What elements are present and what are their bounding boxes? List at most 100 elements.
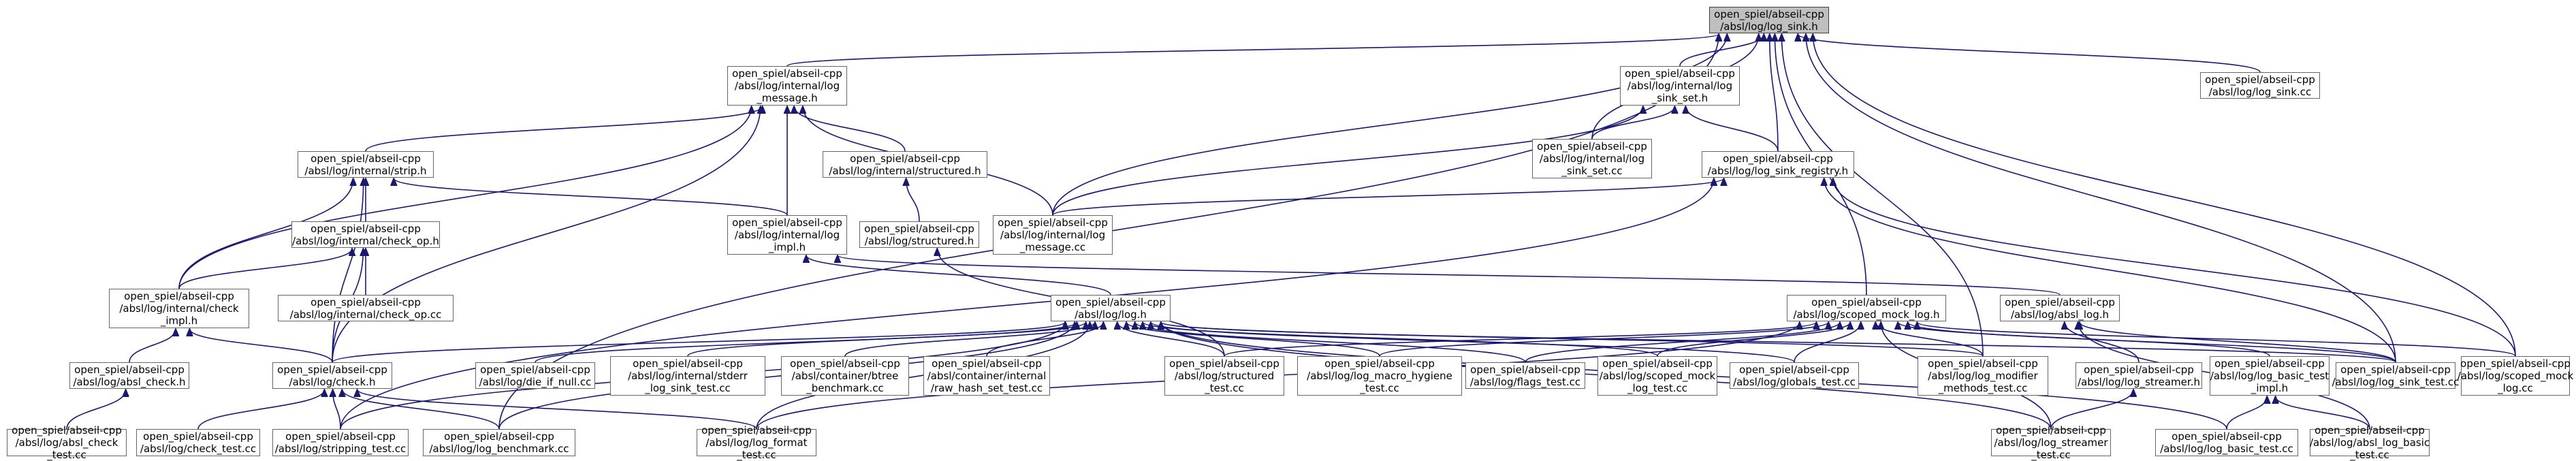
node-label-line: _sink_set.h xyxy=(1651,92,1708,104)
node-label-line: /absl/log/log_modifier xyxy=(1928,370,2038,382)
edge-log-structured-test-cc-to-log-h xyxy=(1117,322,1225,357)
node-label-line: open_spiel/abseil-cpp xyxy=(1928,357,2038,370)
edge-log-structured-test-cc-to-scoped-mock-log-h xyxy=(1224,322,1816,357)
node-label-line: open_spiel/abseil-cpp xyxy=(2084,363,2194,376)
node-internal-check-op-h[interactable]: open_spiel/abseil-cpp/absl/log/internal/… xyxy=(291,221,440,248)
node-die-if-null-cc[interactable]: open_spiel/abseil-cpp/absl/log/die_if_nu… xyxy=(475,362,595,389)
node-structured-h[interactable]: open_spiel/abseil-cpp/absl/log/structure… xyxy=(859,221,979,248)
edge-log-sink-registry-h-to-internal-log-sink-set-h xyxy=(1685,106,1779,152)
node-label-line: /absl/log/internal/structured.h xyxy=(829,164,981,177)
node-check-h[interactable]: open_spiel/abseil-cpp/absl/log/check.h xyxy=(272,362,392,389)
edge-absl-log-h-to-internal-log-impl-h xyxy=(838,255,2061,296)
node-label-line: open_spiel/abseil-cpp xyxy=(850,152,960,165)
edge-internal-check-impl-h-to-internal-check-op-h xyxy=(178,249,352,289)
node-log-streamer-h[interactable]: open_spiel/abseil-cpp/absl/log/log_strea… xyxy=(2076,362,2202,389)
node-label-line: _sink_set.cc xyxy=(1561,165,1623,177)
node-internal-log-message-cc[interactable]: open_spiel/abseil-cpp/absl/log/internal/… xyxy=(993,215,1113,255)
node-label-line: _test.cc xyxy=(2350,449,2389,461)
node-internal-check-op-cc[interactable]: open_spiel/abseil-cpp/absl/log/internal/… xyxy=(278,295,454,321)
node-log-streamer-test-cc[interactable]: open_spiel/abseil-cpp/absl/log/log_strea… xyxy=(1991,424,2111,461)
node-label-line: /absl/log/structured xyxy=(1174,370,1275,382)
edge-absl-check-test-cc-to-absl-check-h xyxy=(66,390,126,430)
node-internal-strip-h[interactable]: open_spiel/abseil-cpp/absl/log/internal/… xyxy=(298,151,434,178)
edge-internal-log-message-cc-to-internal-log-sink-set-h xyxy=(1052,106,1643,216)
edge-absl-check-h-to-internal-check-impl-h xyxy=(129,329,176,363)
edge-globals-test-cc-to-log-h xyxy=(1151,322,1795,363)
edge-internal-strip-h-to-internal-log-message-h xyxy=(365,106,763,152)
node-scoped-mock-log-cc[interactable]: open_spiel/abseil-cpp/absl/log/scoped_mo… xyxy=(2458,356,2573,396)
node-log-macro-hygiene-test-cc[interactable]: open_spiel/abseil-cpp/absl/log/log_macro… xyxy=(1297,356,1462,396)
edge-internal-log-message-h-to-log-sink-h xyxy=(786,34,1719,67)
node-label-line: _log_sink_test.cc xyxy=(645,382,731,394)
node-label-line: open_spiel/abseil-cpp xyxy=(2214,357,2325,370)
node-absl-log-h[interactable]: open_spiel/abseil-cpp/absl/log/absl_log.… xyxy=(2000,295,2120,321)
node-log-sink-h[interactable]: open_spiel/abseil-cpp/absl/log/log_sink.… xyxy=(1709,7,1829,33)
node-log-sink-cc[interactable]: open_spiel/abseil-cpp/absl/log/log_sink.… xyxy=(2200,72,2320,99)
node-label-line: open_spiel/abseil-cpp xyxy=(2315,424,2425,436)
edge-scoped-mock-log-test-cc-to-log-h xyxy=(1143,322,1658,357)
edge-log-h-to-internal-log-impl-h xyxy=(806,255,1111,296)
node-scoped-mock-log-h[interactable]: open_spiel/abseil-cpp/absl/log/scoped_mo… xyxy=(1787,295,1946,321)
node-log-sink-test-cc[interactable]: open_spiel/abseil-cpp/absl/log/log_sink_… xyxy=(2332,362,2459,389)
edge-log-streamer-test-cc-to-log-streamer-h xyxy=(2050,390,2133,430)
node-internal-check-impl-h[interactable]: open_spiel/abseil-cpp/absl/log/internal/… xyxy=(109,289,249,328)
node-internal-stderr-log-sink-test-cc[interactable]: open_spiel/abseil-cpp/absl/log/internal/… xyxy=(610,356,765,396)
node-log-basic-test-cc[interactable]: open_spiel/abseil-cpp/absl/log/log_basic… xyxy=(2155,429,2298,456)
edge-log-sink-test-cc-to-log-sink-registry-h xyxy=(1824,178,2396,363)
edge-log-modifier-methods-test-cc-to-log-sink-h xyxy=(1781,34,1984,357)
node-internal-log-sink-set-h[interactable]: open_spiel/abseil-cpp/absl/log/internal/… xyxy=(1620,66,1740,106)
node-label-line: open_spiel/abseil-cpp xyxy=(1537,140,1647,153)
node-internal-structured-h[interactable]: open_spiel/abseil-cpp/absl/log/internal/… xyxy=(823,151,987,178)
edge-log-sink-cc-to-log-sink-h xyxy=(1798,34,2261,73)
node-label-line: open_spiel/abseil-cpp xyxy=(732,217,842,229)
node-check-test-cc[interactable]: open_spiel/abseil-cpp/absl/log/check_tes… xyxy=(136,429,260,456)
edge-log-format-test-cc-to-check-h xyxy=(357,390,757,430)
node-stripping-test-cc[interactable]: open_spiel/abseil-cpp/absl/log/stripping… xyxy=(272,429,409,456)
node-label-line: open_spiel/abseil-cpp xyxy=(444,430,554,443)
node-scoped-mock-log-test-cc[interactable]: open_spiel/abseil-cpp/absl/log/scoped_mo… xyxy=(1597,356,1717,396)
node-label-line: /absl/log/log_sink.cc xyxy=(2208,85,2312,98)
node-label-line: _test.cc xyxy=(2031,449,2071,461)
node-container-raw-hash-set-test-cc[interactable]: open_spiel/abseil-cpp/absl/container/int… xyxy=(923,356,1050,396)
node-label-line: /absl/log/globals_test.cc xyxy=(1733,375,1856,388)
node-log-h[interactable]: open_spiel/abseil-cpp/absl/log/log.h xyxy=(1051,295,1171,321)
node-log-basic-test-impl-h[interactable]: open_spiel/abseil-cpp/absl/log/log_basic… xyxy=(2210,356,2329,396)
node-label-line: open_spiel/abseil-cpp xyxy=(1602,357,1713,370)
node-label-line: open_spiel/abseil-cpp xyxy=(311,222,421,235)
edge-internal-stderr-log-sink-test-cc-to-log-h xyxy=(687,322,1086,357)
node-label-line: /absl/log/log_sink_registry.h xyxy=(1707,164,1849,177)
node-absl-check-test-cc[interactable]: open_spiel/abseil-cpp/absl/log/absl_chec… xyxy=(7,424,127,461)
node-log-sink-registry-h[interactable]: open_spiel/abseil-cpp/absl/log/log_sink_… xyxy=(1702,151,1854,178)
node-label-line: /absl/log/internal/log xyxy=(1539,153,1645,165)
edge-internal-check-impl-h-to-internal-strip-h xyxy=(178,178,353,289)
node-label-line: /absl/log/absl_log.h xyxy=(2010,308,2110,321)
node-absl-log-basic-test-cc[interactable]: open_spiel/abseil-cpp/absl/log/absl_log_… xyxy=(2310,424,2430,461)
node-label-line: /absl/log/log_benchmark.cc xyxy=(429,443,569,455)
node-label-line: open_spiel/abseil-cpp xyxy=(1714,7,1824,20)
node-internal-log-message-h[interactable]: open_spiel/abseil-cpp/absl/log/internal/… xyxy=(727,66,847,106)
node-internal-log-sink-set-cc[interactable]: open_spiel/abseil-cpp/absl/log/internal/… xyxy=(1532,139,1652,178)
node-label-line: _test.cc xyxy=(1360,382,1399,394)
node-label-line: open_spiel/abseil-cpp xyxy=(2172,430,2282,443)
node-label-line: open_spiel/abseil-cpp xyxy=(1739,363,1849,376)
node-flags-test-cc[interactable]: open_spiel/abseil-cpp/absl/log/flags_tes… xyxy=(1465,362,1585,389)
node-label-line: /absl/log/flags_test.cc xyxy=(1469,375,1581,388)
node-internal-log-impl-h[interactable]: open_spiel/abseil-cpp/absl/log/internal/… xyxy=(727,215,847,255)
node-label-line: open_spiel/abseil-cpp xyxy=(12,424,122,436)
edge-check-h-to-log-h xyxy=(332,322,1065,363)
node-absl-check-h[interactable]: open_spiel/abseil-cpp/absl/log/absl_chec… xyxy=(69,362,189,389)
node-label-line: open_spiel/abseil-cpp xyxy=(2460,357,2571,370)
node-label-line: /absl/log/log_streamer xyxy=(1994,436,2108,449)
node-globals-test-cc[interactable]: open_spiel/abseil-cpp/absl/log/globals_t… xyxy=(1730,362,1859,389)
node-log-modifier-methods-test-cc[interactable]: open_spiel/abseil-cpp/absl/log/log_modif… xyxy=(1918,356,2048,396)
node-log-format-test-cc[interactable]: open_spiel/abseil-cpp/absl/log/log_forma… xyxy=(697,424,816,461)
node-log-structured-test-cc[interactable]: open_spiel/abseil-cpp/absl/log/structure… xyxy=(1164,356,1284,396)
node-container-btree-benchmark-cc[interactable]: open_spiel/abseil-cpp/absl/container/btr… xyxy=(781,356,909,396)
edge-container-raw-hash-set-test-cc-to-log-h xyxy=(986,322,1103,357)
node-log-benchmark-cc[interactable]: open_spiel/abseil-cpp/absl/log/log_bench… xyxy=(423,429,575,456)
edge-internal-log-impl-h-to-internal-strip-h xyxy=(394,178,788,216)
edge-die-if-null-cc-to-log-h xyxy=(535,322,1077,363)
node-label-line: /absl/log/internal/log xyxy=(734,229,840,241)
